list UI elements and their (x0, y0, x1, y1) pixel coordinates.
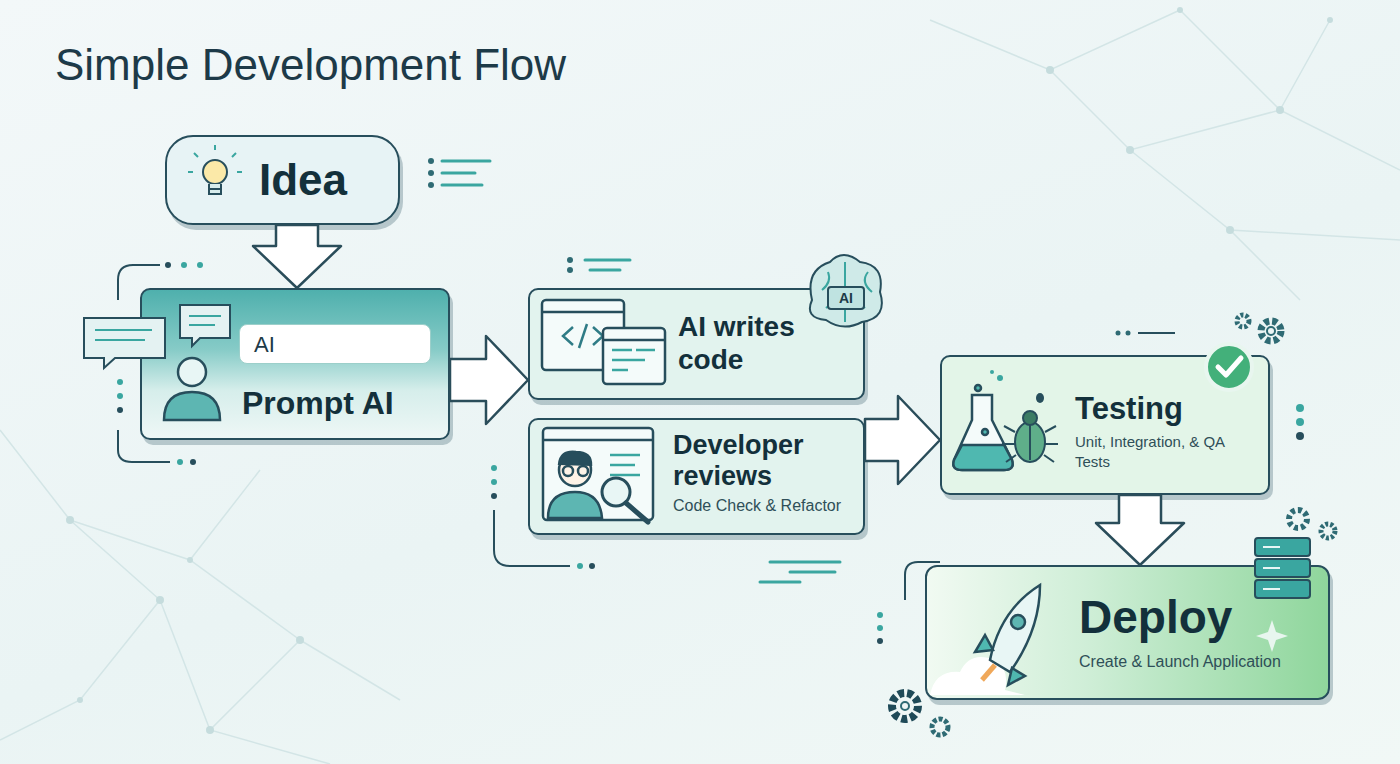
process-box: AI writes code (528, 288, 865, 400)
block-arrow (450, 336, 528, 424)
input-field: AI (239, 324, 431, 364)
diagram-title: Simple Development Flow (55, 40, 566, 90)
deploy-box: DeployCreate & Launch Application (925, 565, 1330, 700)
network-dots (66, 7, 1333, 734)
box-heading: Idea (259, 152, 347, 208)
box-heading: AI writes code (678, 310, 853, 376)
prompt-box: AI Prompt AI (140, 288, 450, 440)
box-heading: Deploy (1079, 589, 1232, 645)
box-subtitle: Unit, Integration, & QA Tests (1075, 432, 1235, 472)
box-heading: Developer reviews (673, 430, 853, 492)
ai-badge: AI (827, 286, 865, 310)
box-subtitle: Create & Launch Application (1079, 652, 1319, 672)
block-arrow (253, 225, 341, 288)
block-arrow (865, 396, 940, 484)
box-subtitle: Code Check & Refactor (673, 496, 863, 516)
network-lines (0, 10, 1400, 764)
box-heading: Prompt AI (242, 383, 394, 423)
process-box: Developer reviewsCode Check & Refactor (528, 418, 865, 535)
box-heading: Testing (1075, 390, 1183, 428)
block-arrow (1096, 495, 1184, 565)
process-box: TestingUnit, Integration, & QA Tests (940, 355, 1270, 495)
idea-box: Idea (165, 135, 400, 225)
gear-icons (892, 315, 1335, 735)
